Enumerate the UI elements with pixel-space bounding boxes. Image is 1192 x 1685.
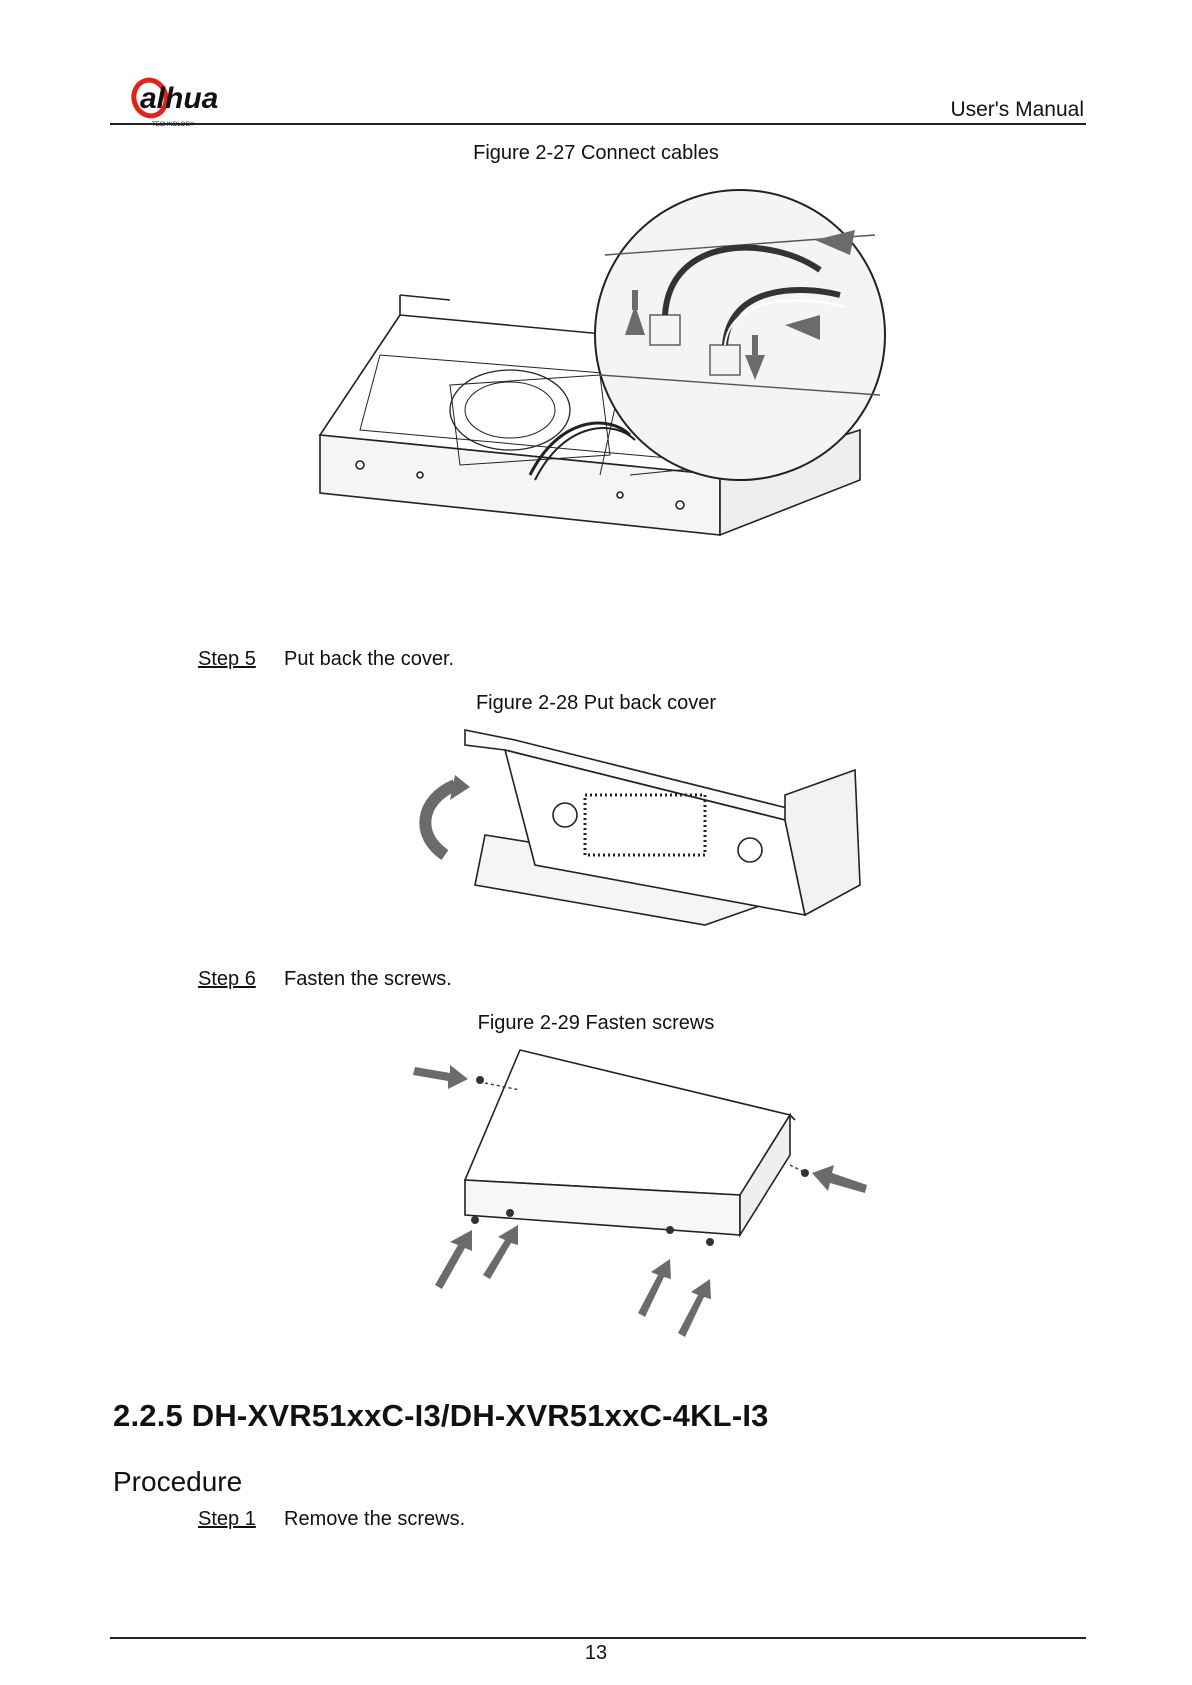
step-1: Step 1 Remove the screws.	[198, 1508, 465, 1531]
section-heading: 2.2.5 DH-XVR51xxC-I3/DH-XVR51xxC-4KL-I3	[113, 1398, 769, 1434]
footer-rule	[110, 1637, 1086, 1639]
step-label: Step 5	[198, 648, 284, 671]
step-text: Remove the screws.	[284, 1508, 465, 1531]
step-text: Fasten the screws.	[284, 968, 452, 991]
procedure-heading: Procedure	[113, 1466, 242, 1498]
page-number: 13	[0, 1642, 1192, 1665]
manual-label: User's Manual	[950, 98, 1084, 122]
step-5: Step 5 Put back the cover.	[198, 648, 454, 671]
header-rule	[110, 123, 1086, 125]
figure-put-back-cover	[415, 725, 865, 955]
figure-caption: Figure 2-29 Fasten screws	[0, 1012, 1192, 1035]
step-text: Put back the cover.	[284, 648, 454, 671]
figure-fasten-screws	[410, 1045, 880, 1355]
figure-connect-cables	[300, 175, 970, 640]
figure-caption: Figure 2-27 Connect cables	[0, 142, 1192, 165]
step-label: Step 1	[198, 1508, 284, 1531]
figure-caption: Figure 2-28 Put back cover	[0, 692, 1192, 715]
logo-wordmark: alhua	[140, 82, 218, 115]
step-6: Step 6 Fasten the screws.	[198, 968, 452, 991]
step-label: Step 6	[198, 968, 284, 991]
